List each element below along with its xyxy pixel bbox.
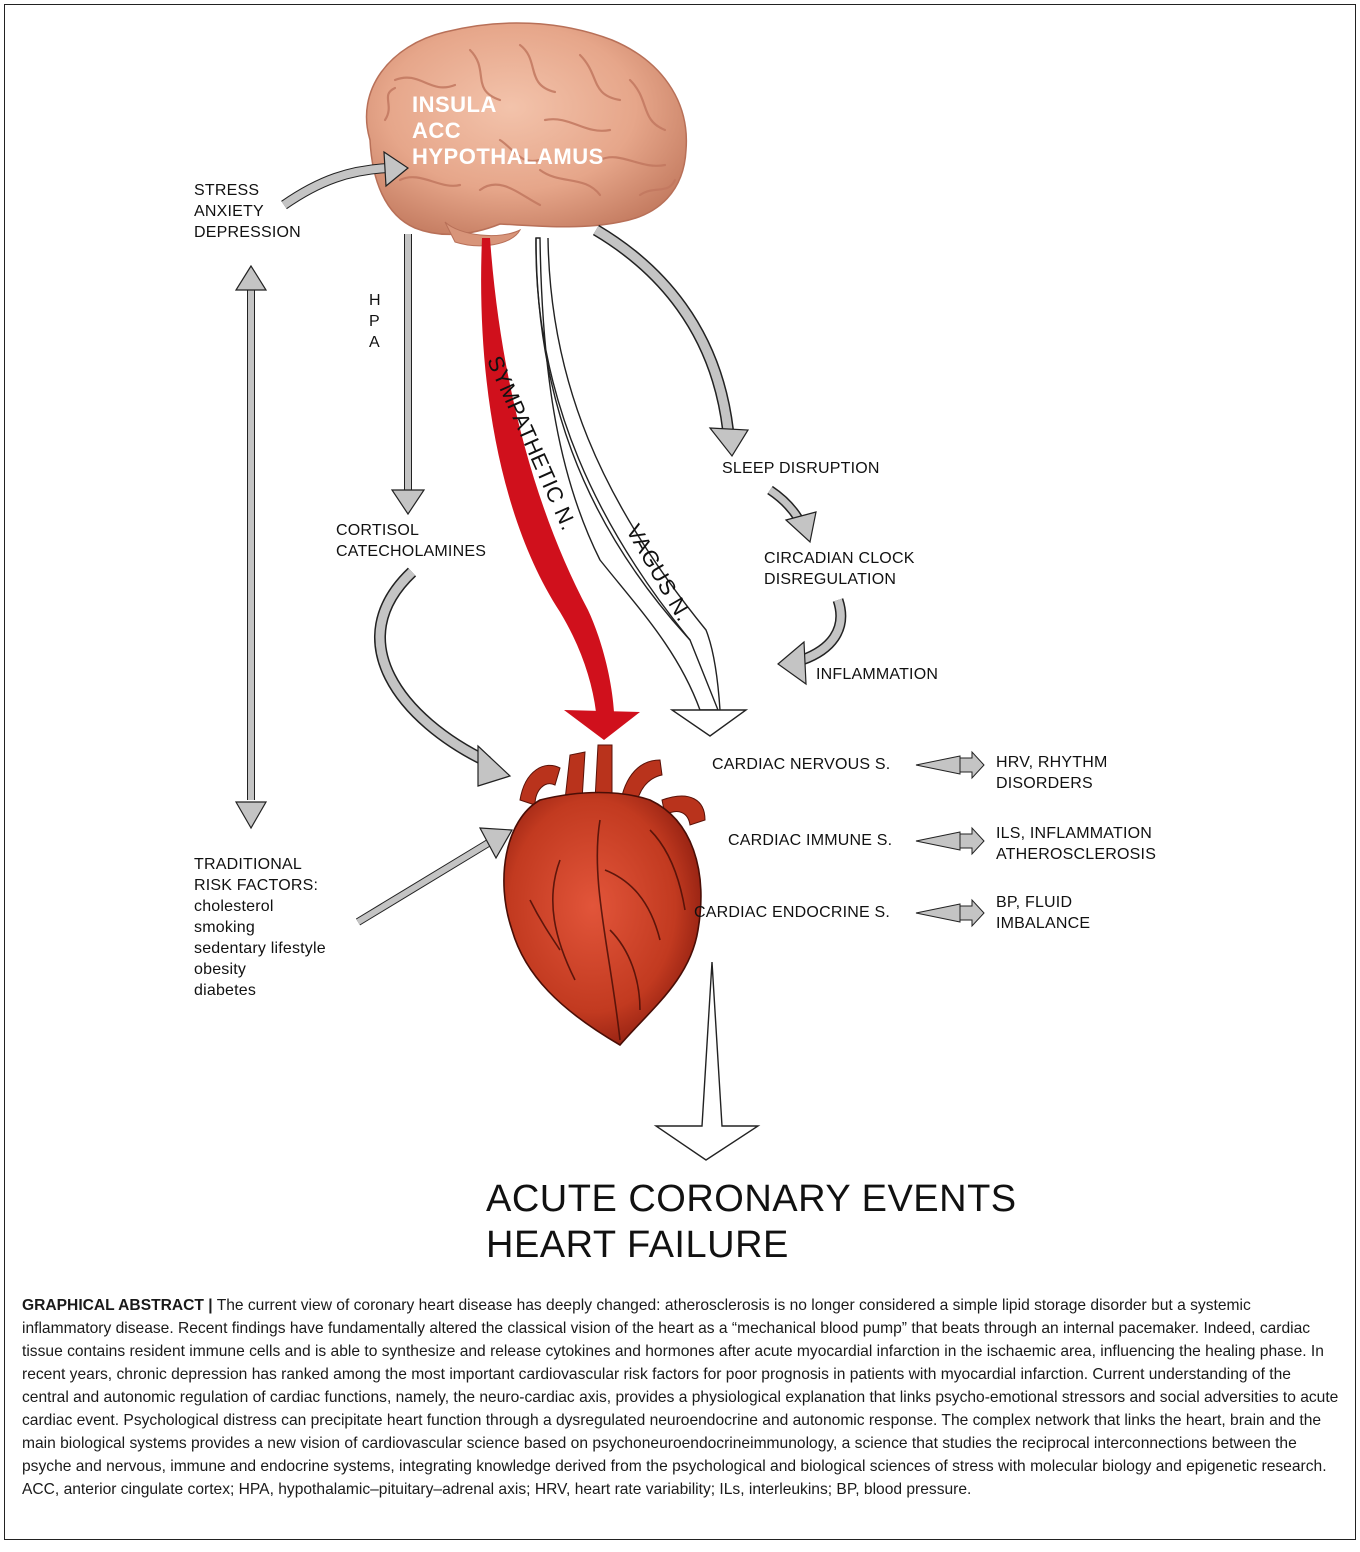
figure-caption: GRAPHICAL ABSTRACT | The current view of… bbox=[22, 1294, 1340, 1501]
circadian-labels: CIRCADIAN CLOCK DISREGULATION bbox=[764, 548, 915, 590]
disregulation-label: DISREGULATION bbox=[764, 569, 915, 590]
arrow-sleep-to-circadian bbox=[770, 490, 816, 542]
hpa-letter-h: H bbox=[369, 290, 381, 311]
cortisol-label: CORTISOL bbox=[336, 520, 486, 541]
effect-bp: BP, FLUID bbox=[996, 892, 1090, 913]
arrow-risk-to-heart bbox=[358, 828, 512, 922]
cardiac-endocrine-arrows bbox=[916, 900, 984, 926]
cardiac-nervous-arrows bbox=[916, 752, 984, 778]
catecholamines-label: CATECHOLAMINES bbox=[336, 541, 486, 562]
depression-label: DEPRESSION bbox=[194, 222, 301, 243]
arrow-heart-to-outcome bbox=[656, 962, 758, 1160]
arrow-cortisol-to-heart bbox=[380, 572, 510, 786]
effect-atherosclerosis: ATHEROSCLEROSIS bbox=[996, 844, 1156, 865]
outcome-heart-failure: HEART FAILURE bbox=[486, 1222, 1017, 1268]
effect-disorders: DISORDERS bbox=[996, 773, 1108, 794]
cardiac-immune-arrows bbox=[916, 828, 984, 854]
heart-image bbox=[504, 745, 705, 1045]
hpa-label: H P A bbox=[369, 290, 381, 353]
risk-factors-block: TRADITIONAL RISK FACTORS: cholesterol sm… bbox=[194, 854, 326, 1001]
arrow-hpa bbox=[392, 234, 424, 514]
effect-hrv: HRV, RHYTHM bbox=[996, 752, 1108, 773]
arrow-vagus bbox=[536, 238, 746, 736]
risk-heading-2: RISK FACTORS: bbox=[194, 875, 326, 896]
cardiac-nervous-effects: HRV, RHYTHM DISORDERS bbox=[996, 752, 1108, 794]
cardiac-nervous-label: CARDIAC NERVOUS S. bbox=[712, 754, 890, 775]
outcome-labels: ACUTE CORONARY EVENTS HEART FAILURE bbox=[486, 1176, 1017, 1268]
anxiety-label: ANXIETY bbox=[194, 201, 301, 222]
brain-region-hypothalamus: HYPOTHALAMUS bbox=[412, 144, 604, 170]
brain-region-acc: ACC bbox=[412, 118, 604, 144]
arrow-stress-risk-bidirectional bbox=[236, 266, 266, 828]
caption-text: The current view of coronary heart disea… bbox=[22, 1297, 1338, 1498]
stress-label: STRESS bbox=[194, 180, 301, 201]
caption-heading: GRAPHICAL ABSTRACT | bbox=[22, 1297, 213, 1314]
inflammation-label: INFLAMMATION bbox=[816, 664, 938, 685]
brain-region-labels: INSULA ACC HYPOTHALAMUS bbox=[412, 92, 604, 170]
cardiac-immune-effects: ILS, INFLAMMATION ATHEROSCLEROSIS bbox=[996, 823, 1156, 865]
stress-labels: STRESS ANXIETY DEPRESSION bbox=[194, 180, 301, 243]
risk-heading-1: TRADITIONAL bbox=[194, 854, 326, 875]
hpa-letter-p: P bbox=[369, 311, 381, 332]
risk-item: diabetes bbox=[194, 980, 326, 1001]
circadian-clock-label: CIRCADIAN CLOCK bbox=[764, 548, 915, 569]
effect-ils: ILS, INFLAMMATION bbox=[996, 823, 1156, 844]
hpa-letter-a: A bbox=[369, 332, 381, 353]
sleep-disruption-label: SLEEP DISRUPTION bbox=[722, 458, 880, 479]
cardiac-immune-label: CARDIAC IMMUNE S. bbox=[728, 830, 892, 851]
cortisol-labels: CORTISOL CATECHOLAMINES bbox=[336, 520, 486, 562]
risk-item: sedentary lifestyle bbox=[194, 938, 326, 959]
effect-imbalance: IMBALANCE bbox=[996, 913, 1090, 934]
risk-item: smoking bbox=[194, 917, 326, 938]
outcome-acute-coronary: ACUTE CORONARY EVENTS bbox=[486, 1176, 1017, 1222]
cardiac-endocrine-label: CARDIAC ENDOCRINE S. bbox=[694, 902, 890, 923]
cardiac-endocrine-effects: BP, FLUID IMBALANCE bbox=[996, 892, 1090, 934]
risk-item: cholesterol bbox=[194, 896, 326, 917]
risk-item: obesity bbox=[194, 959, 326, 980]
brain-region-insula: INSULA bbox=[412, 92, 604, 118]
arrow-brain-to-sleep bbox=[596, 230, 748, 456]
